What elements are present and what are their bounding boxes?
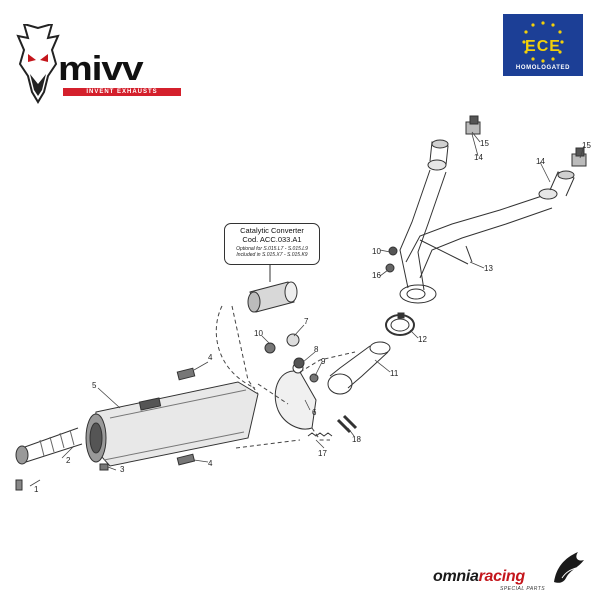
nut-10: [264, 342, 276, 354]
callout-code: Cod. ACC.033.A1: [242, 235, 302, 244]
ece-title: ECE: [525, 38, 561, 55]
part-label-4a: 4: [208, 353, 213, 362]
washer-9: [309, 373, 319, 383]
part-label-15a: 15: [480, 139, 489, 148]
ece-homologated-badge: ECE HOMOLOGATED: [503, 14, 583, 76]
part-label-2: 2: [66, 456, 71, 465]
silencer-5: [91, 381, 259, 467]
part-label-15b: 15: [582, 141, 591, 150]
header-cap-left: [427, 159, 447, 171]
spacer-18: [336, 414, 358, 434]
part-label-10b: 10: [372, 247, 381, 256]
callout-title: Catalytic Converter: [240, 226, 304, 235]
part-label-13: 13: [484, 264, 493, 273]
part-label-16: 16: [372, 271, 381, 280]
mivv-mascot-logo: [16, 24, 60, 104]
part-label-11: 11: [390, 369, 399, 378]
omnia-bird-logo: [554, 552, 584, 583]
bolt-1: [15, 479, 23, 491]
mid-pipe-11: [329, 345, 389, 389]
part-label-10a: 10: [254, 329, 263, 338]
part-label-12: 12: [418, 335, 427, 344]
part-label-6: 6: [312, 408, 317, 417]
callout-optional-note: Optional for S.015.L7 - S.015.L9: [236, 246, 308, 252]
nut-8: [293, 357, 305, 369]
omnia-racing-logo: omniaracing: [433, 568, 525, 586]
omnia-logo-main: omnia: [433, 568, 479, 585]
bolt-7: [286, 333, 300, 347]
catalytic-converter-callout: Catalytic Converter Cod. ACC.033.A1 Opti…: [224, 223, 320, 265]
mount-bracket-bottom: [176, 453, 196, 466]
spring-17: [307, 432, 333, 437]
header-cap-right: [538, 188, 558, 200]
part-label-9: 9: [321, 357, 326, 366]
brand-wordmark: mivv: [58, 50, 144, 88]
part-label-1: 1: [34, 485, 39, 494]
omnia-logo-subtitle: SPECIAL PARTS: [500, 586, 546, 592]
bracket-plate-6: [274, 370, 317, 430]
part-label-14b: 14: [536, 157, 545, 166]
callout-included-note: Included in S.015.X7 - S.015.K9: [236, 252, 308, 258]
header-pipes: [399, 169, 553, 304]
part-label-18: 18: [352, 435, 361, 444]
part-label-17: 17: [318, 449, 327, 458]
omnia-logo-accent: racing: [478, 568, 526, 585]
nut-10b: [388, 246, 398, 256]
part-label-8: 8: [314, 345, 319, 354]
part-number-labels: 1 2 3 4 4 5 6 7 8 9 10 10 11 12 13 14 14…: [34, 139, 591, 494]
ece-subtitle: HOMOLOGATED: [515, 65, 571, 71]
part-label-4b: 4: [208, 459, 213, 468]
part-label-3: 3: [120, 465, 125, 474]
mount-bracket-top: [176, 367, 196, 381]
part-label-14a: 14: [474, 153, 483, 162]
brand-tagline: INVENT EXHAUSTS: [63, 88, 181, 96]
part-label-7: 7: [304, 317, 309, 326]
bolt-3: [99, 463, 109, 471]
part-label-5: 5: [92, 381, 97, 390]
eu-stars-icon: [522, 21, 564, 63]
